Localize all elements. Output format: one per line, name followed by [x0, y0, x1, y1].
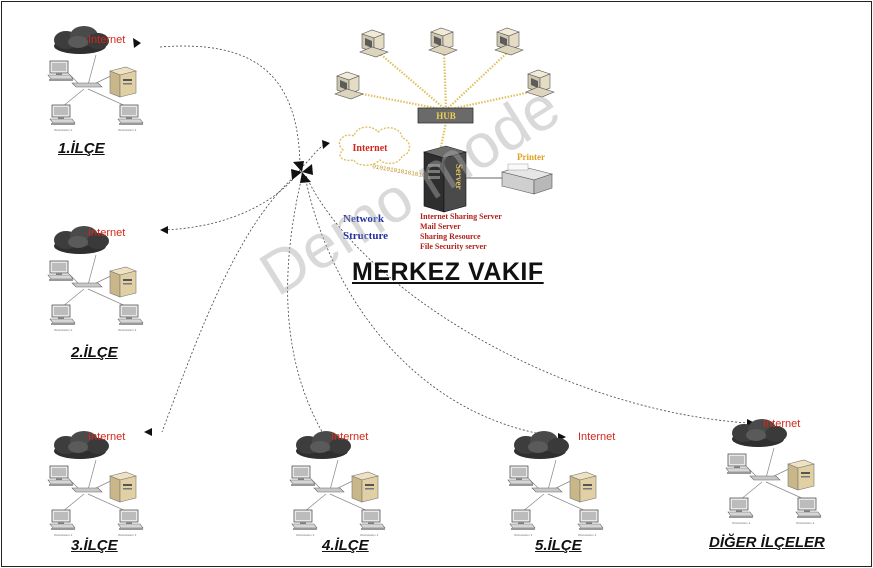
branch-5-internet-label: Internet	[578, 431, 615, 443]
computer-icon	[428, 27, 458, 56]
main-title: MERKEZ VAKIF	[352, 258, 544, 286]
branch-1-internet-label: Internet	[88, 34, 125, 46]
hub-label: HUB	[436, 111, 456, 121]
branch-5-network	[508, 431, 603, 537]
central-network: HUB Internet 0101010101010101 Server Pr	[334, 27, 555, 251]
branch-4-title: 4.İLÇE	[322, 537, 369, 554]
computer-icon	[525, 69, 555, 98]
branch-1-title: 1.İLÇE	[58, 140, 105, 157]
branch-5-title: 5.İLÇE	[535, 537, 582, 554]
service-item: Mail Server	[420, 222, 461, 231]
binary-stream: 0101010101010101	[372, 163, 430, 180]
branch-6-title: DİĞER İLÇELER	[709, 534, 825, 551]
internet-cloud-icon: Internet	[338, 126, 411, 166]
server-label: Server	[454, 164, 464, 189]
computer-icon	[334, 71, 364, 100]
computer-icon	[359, 29, 389, 58]
branch-6-network	[726, 419, 821, 525]
printer-icon	[500, 163, 554, 195]
hub-icon: HUB	[417, 107, 474, 124]
service-item: Sharing Resource	[420, 232, 481, 241]
service-item: Internet Sharing Server	[420, 212, 502, 221]
branch-3-internet-label: Internet	[88, 431, 125, 443]
branch-3-network	[48, 431, 143, 537]
branch-3-title: 3.İLÇE	[71, 537, 118, 554]
service-item: File Security server	[420, 242, 487, 251]
junction-icon	[291, 161, 313, 183]
branch-2-network	[48, 226, 143, 332]
branch-2-title: 2.İLÇE	[71, 344, 118, 361]
branch-4-network	[290, 431, 385, 537]
internet-label: Internet	[353, 143, 389, 154]
network-label: Network	[343, 213, 385, 225]
branch-2-internet-label: Internet	[88, 227, 125, 239]
branch-4-internet-label: Internet	[331, 431, 368, 443]
server-icon: Server	[422, 145, 468, 213]
printer-label: Printer	[517, 152, 545, 162]
computer-icon	[494, 27, 524, 56]
structure-label: Structure	[343, 230, 388, 242]
branch-6-internet-label: Internet	[763, 418, 800, 430]
